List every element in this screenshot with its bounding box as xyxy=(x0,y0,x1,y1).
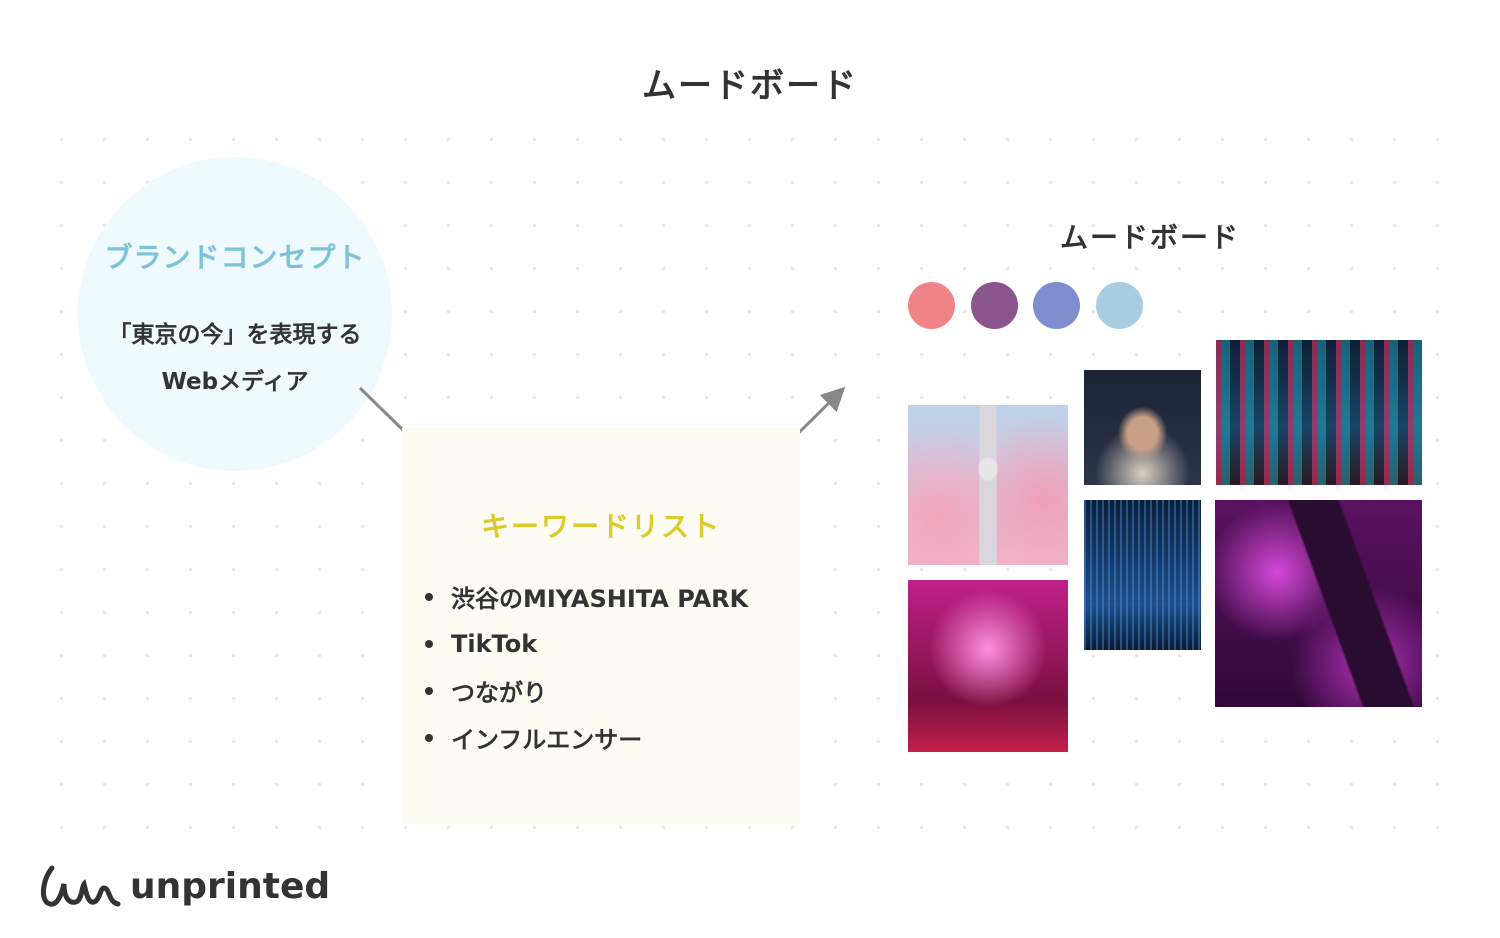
photo-digital-art-waterfall xyxy=(1084,500,1201,650)
brand-concept-text: 「東京の今」を表現する Webメディア xyxy=(78,312,392,406)
moodboard-title: ムードボード xyxy=(1060,221,1241,254)
photo-phone-purple-bokeh xyxy=(1215,500,1422,707)
logo-text: unprinted xyxy=(130,865,331,907)
page-title: ムードボード xyxy=(642,66,858,106)
photo-woman-night xyxy=(1084,370,1201,485)
brand-concept-circle xyxy=(78,157,392,471)
list-item: インフルエンサー xyxy=(425,714,748,761)
unprinted-logo: unprinted xyxy=(38,862,330,910)
photo-neon-sign-pink xyxy=(908,580,1068,752)
brand-concept-title: ブランドコンセプト xyxy=(104,241,366,274)
brand-concept-line: 「東京の今」を表現する xyxy=(108,322,362,348)
color-swatch xyxy=(1096,282,1143,329)
photo-tokyo-neon-street xyxy=(1216,340,1422,485)
color-swatch xyxy=(908,282,955,329)
keyword-list: 渋谷のMIYASHITA PARK TikTok つながり インフルエンサー xyxy=(425,573,748,761)
keyword-text: つながり xyxy=(451,679,547,707)
list-item: 渋谷のMIYASHITA PARK xyxy=(425,573,748,620)
list-item: つながり xyxy=(425,667,748,714)
keyword-text: インフルエンサー xyxy=(451,726,643,754)
list-item: TikTok xyxy=(425,620,748,667)
brand-concept-line: Webメディア xyxy=(161,369,309,395)
color-swatch xyxy=(971,282,1018,329)
photo-cherry-blossom-tower xyxy=(908,405,1068,565)
keyword-text: 渋谷のMIYASHITA PARK xyxy=(451,585,749,613)
keyword-note xyxy=(402,428,800,824)
keyword-text: TikTok xyxy=(451,629,538,658)
color-swatch xyxy=(1033,282,1080,329)
keyword-list-title: キーワードリスト xyxy=(480,510,721,543)
unprinted-logo-icon xyxy=(41,865,121,907)
